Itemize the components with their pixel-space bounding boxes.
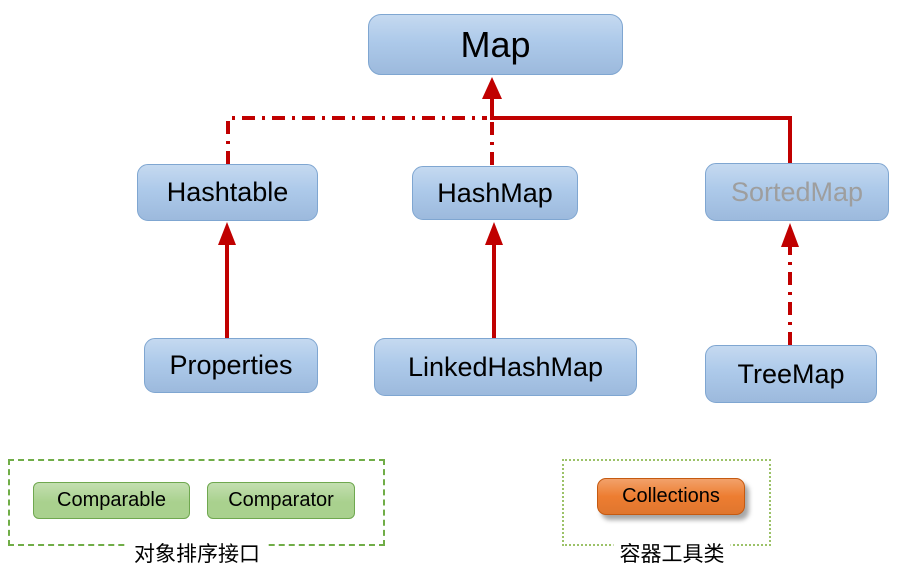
arrowhead-hashmap bbox=[485, 222, 503, 245]
chip-collections: Collections bbox=[597, 478, 745, 515]
node-hashmap: HashMap bbox=[412, 166, 578, 220]
edge-hashtable-to-map bbox=[226, 116, 487, 164]
chip-comparator: Comparator bbox=[207, 482, 355, 519]
arrowhead-hashtable bbox=[218, 222, 236, 245]
node-linkedhashmap: LinkedHashMap bbox=[374, 338, 637, 396]
node-map: Map bbox=[368, 14, 623, 75]
arrowhead-map bbox=[482, 77, 502, 99]
utility-class-group-label: 容器工具类 bbox=[613, 538, 731, 568]
chip-comparable: Comparable bbox=[33, 482, 190, 519]
arrowhead-sortedmap bbox=[781, 223, 799, 247]
sorting-interfaces-group-label: 对象排序接口 bbox=[128, 538, 266, 568]
node-hashtable: Hashtable bbox=[137, 164, 318, 221]
node-treemap: TreeMap bbox=[705, 345, 877, 403]
node-sortedmap: SortedMap bbox=[705, 163, 889, 221]
node-properties: Properties bbox=[144, 338, 318, 393]
edge-sortedmap-to-map bbox=[492, 116, 792, 163]
